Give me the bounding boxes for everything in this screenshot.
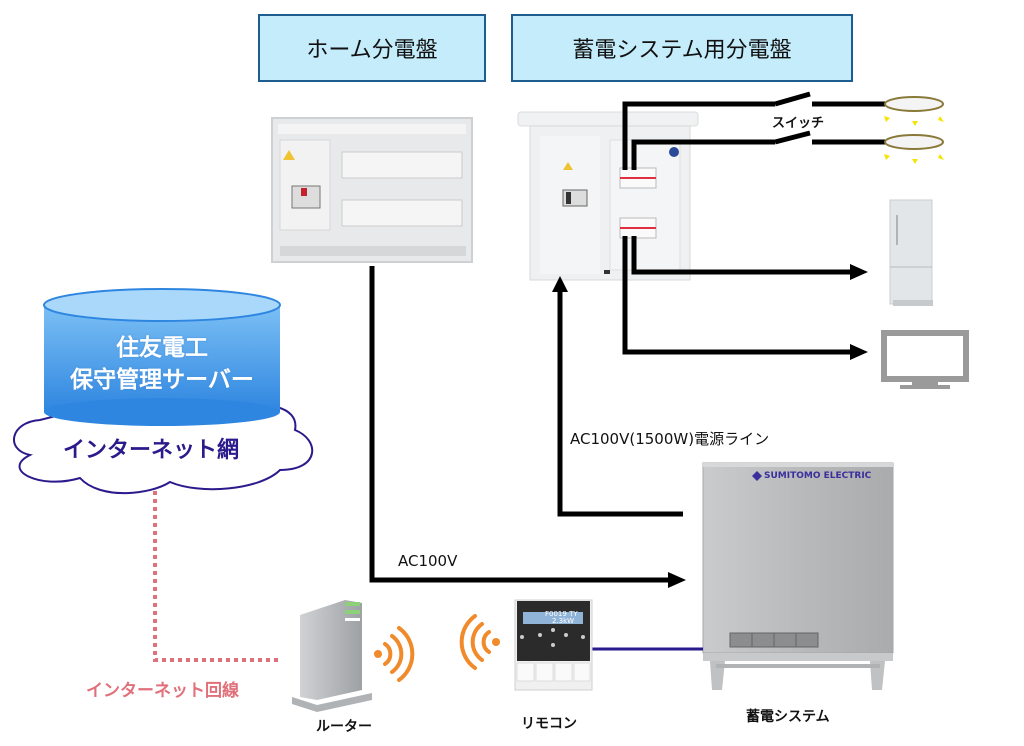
power-line [557, 292, 683, 517]
storage-distribution-panel [517, 111, 699, 281]
remote-label: リモコン [521, 716, 577, 732]
remote-display-line2: 2.3kW [552, 617, 575, 625]
internet-network-label: インターネット網 [63, 438, 240, 463]
home-panel-header-label: ホーム分電盤 [306, 38, 438, 63]
appliance-circuit-wires [622, 236, 852, 355]
wifi-remote-icon [459, 614, 500, 670]
router-device [292, 600, 372, 712]
television-icon [881, 330, 969, 389]
internet-line-label: インターネット回線 [86, 681, 239, 701]
storage-system-label: 蓄電システム [746, 709, 830, 725]
home-panel-header: ホーム分電盤 [258, 14, 486, 82]
remote-display-line1: F0019 TY [545, 610, 578, 618]
arrow-to-storage-panel [552, 276, 568, 292]
vent-grille [729, 632, 819, 648]
arrow-to-tv [850, 344, 868, 360]
server-label-line2: 保守管理サーバー [70, 367, 254, 393]
server-label-line1: 住友電工 [116, 335, 208, 361]
arrow-to-storage-system [668, 572, 686, 588]
server-database-icon [43, 288, 281, 426]
storage-system-unit [702, 462, 894, 690]
lighting-circuit-wires [622, 91, 885, 170]
storage-panel-header-label: 蓄電システム用分電盤 [572, 38, 792, 63]
server-label: 住友電工 保守管理サーバー [44, 332, 280, 396]
ceiling-light-2 [884, 134, 944, 164]
refrigerator-icon [889, 199, 933, 306]
storage-panel-header: 蓄電システム用分電盤 [511, 14, 853, 82]
home-distribution-panel [271, 117, 473, 263]
power-line-label: AC100V(1500W)電源ライン [570, 430, 770, 448]
ceiling-light-1 [884, 96, 944, 126]
arrow-to-fridge [850, 264, 868, 280]
switch-label: スイッチ [772, 116, 825, 131]
home-panel-breakers [341, 151, 463, 227]
internet-line [153, 475, 280, 662]
ac100v-label: AC100V [398, 552, 458, 570]
storage-brand-logo: SUMITOMO ELECTRIC [764, 471, 872, 481]
ac100v-line [369, 266, 670, 583]
wifi-router-icon [374, 626, 415, 682]
router-label: ルーター [316, 719, 372, 735]
remote-controller [514, 599, 593, 691]
